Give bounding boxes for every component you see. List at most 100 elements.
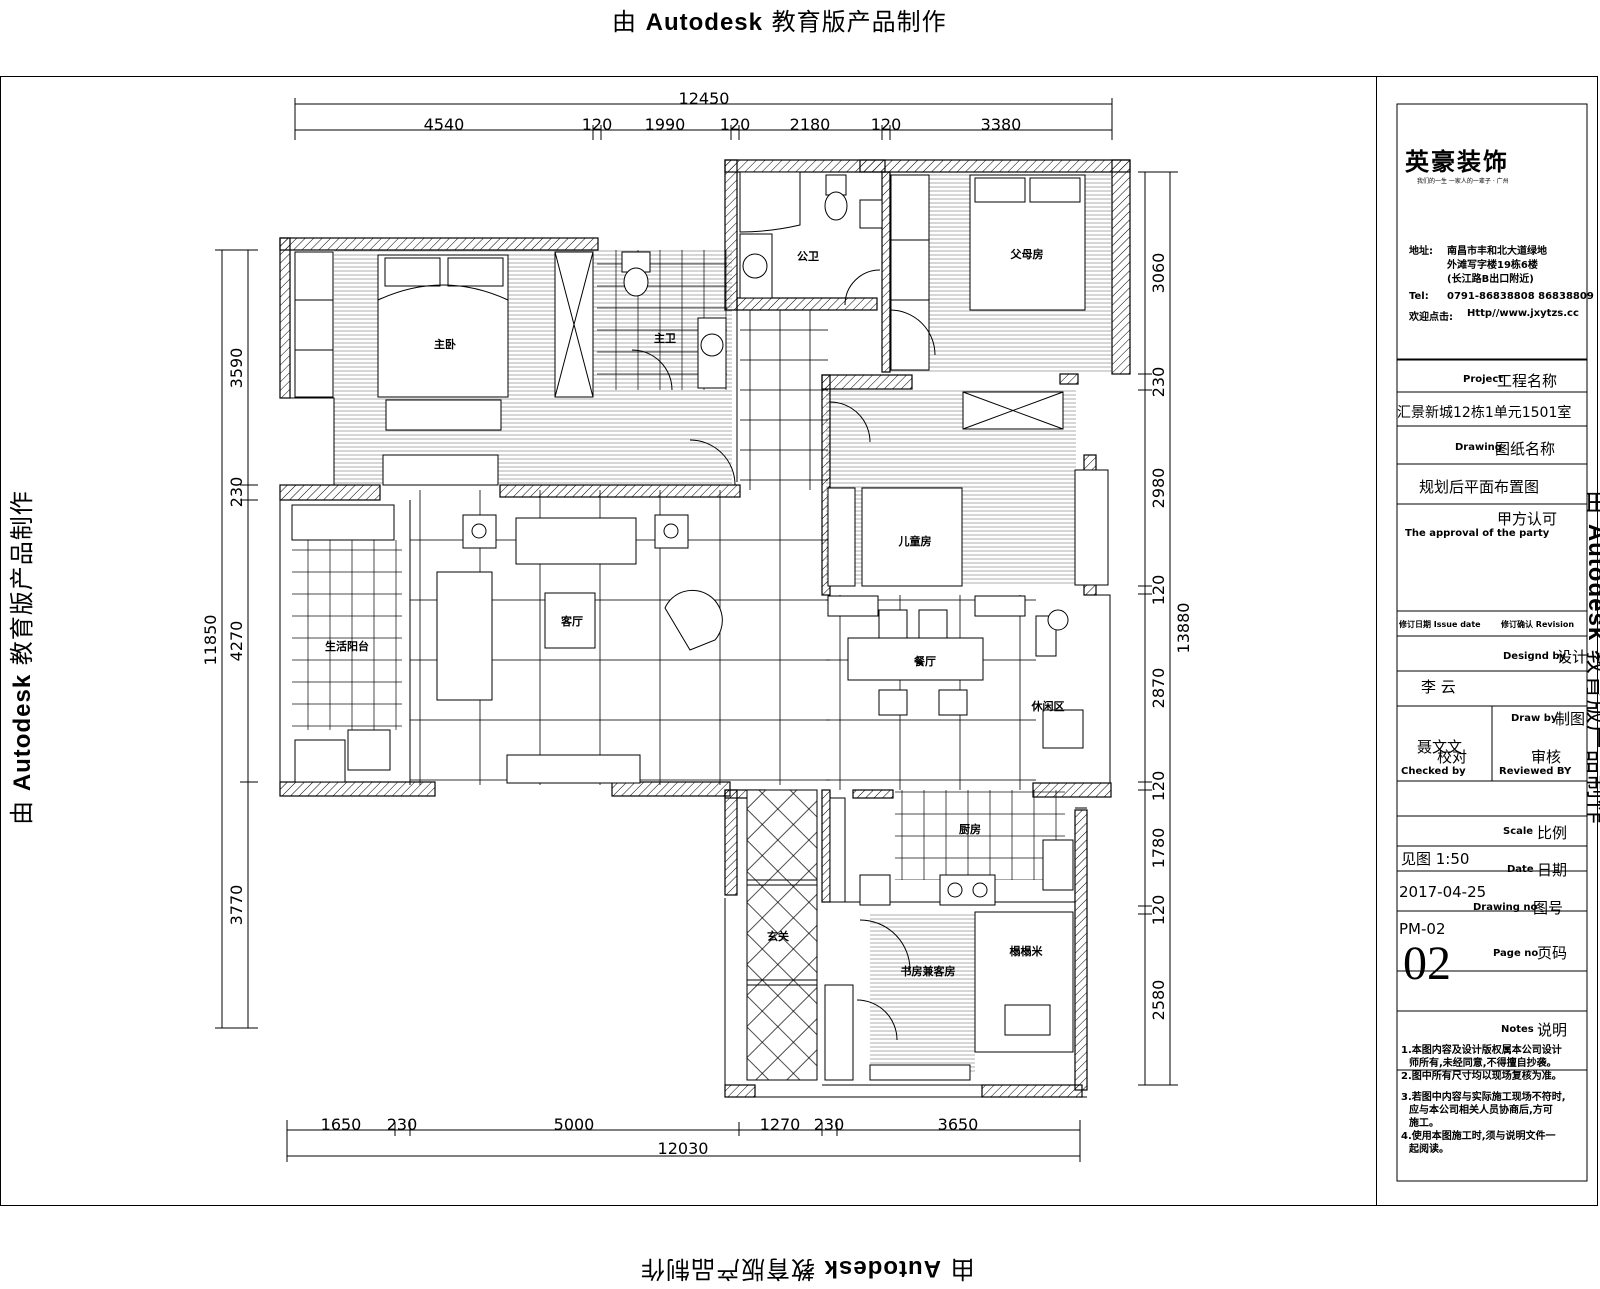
room-balcony: 生活阳台 (325, 639, 369, 653)
address-line-1: 南昌市丰和北大道绿地 (1447, 246, 1547, 257)
room-master-bath: 主卫 (654, 331, 676, 345)
dim-bottom-6: 3650 (938, 1115, 979, 1134)
room-study: 书房兼客房 (901, 964, 956, 978)
dim-right-3: 2980 (1149, 468, 1168, 509)
dim-left-2: 230 (227, 477, 246, 508)
room-master-bed: 主卧 (434, 337, 456, 351)
scale-value: 见图 1:50 (1401, 850, 1470, 868)
note-line: 3.若图中内容与实际施工现场不符时, (1401, 1092, 1566, 1103)
reviewed-en: Reviewed BY (1499, 766, 1572, 777)
notes-list: 1.本图内容及设计版权属本公司设计 师所有,未经同意,不得擅自抄袭。 2.图中所… (1401, 1044, 1585, 1156)
dim-top-4: 120 (720, 115, 751, 134)
approval-en: The approval of the party (1405, 528, 1550, 539)
watermark-bottom: 由 Autodesk 教育版产品制作 (640, 1255, 975, 1283)
reviewed-cn: 审核 (1531, 748, 1562, 766)
dim-left-1: 3590 (227, 348, 246, 389)
dim-right-total: 13880 (1174, 603, 1193, 654)
designed-en: Designd by (1503, 651, 1567, 662)
title-block-lines (1396, 103, 1588, 1182)
side-sofa (436, 571, 493, 701)
notes-en: Notes (1501, 1024, 1534, 1035)
notes-cn: 说明 (1537, 1021, 1568, 1039)
dimension-labels: 12450 4540 120 1990 120 2180 120 3380 12… (321, 89, 1022, 1158)
address-label: 地址: (1409, 246, 1433, 257)
dim-left-3: 4270 (227, 621, 246, 662)
note-line: 师所有,未经同意,不得擅自抄袭。 (1409, 1058, 1557, 1069)
dim-top-1: 4540 (424, 115, 465, 134)
dim-right-2: 230 (1149, 367, 1168, 398)
kitchen-sink (1042, 839, 1074, 891)
project-value: 汇景新城12栋1单元1501室 (1397, 405, 1572, 421)
drawing-value: 规划后平面布置图 (1419, 478, 1540, 496)
project-cn: 工程名称 (1497, 372, 1558, 390)
dim-top-5: 2180 (790, 115, 831, 134)
drafter-name: 聂文文 (1417, 738, 1463, 756)
room-entry: 玄关 (767, 929, 789, 943)
date-value: 2017-04-25 (1399, 883, 1487, 901)
address-line-2: 外滩写字楼19栋6楼 (1447, 260, 1538, 271)
dim-top-2: 120 (582, 115, 613, 134)
dimension-lines (215, 98, 1178, 1162)
page-no-cn: 页码 (1537, 944, 1568, 962)
coffee-table (544, 592, 596, 649)
balcony-cabinet (291, 504, 395, 541)
company-slogan: 我们的一生 一家人的一辈子 · 广州 (1417, 178, 1509, 185)
room-leisure: 休闲区 (1031, 699, 1065, 713)
date-cn: 日期 (1537, 861, 1568, 879)
dim-right-4: 120 (1149, 575, 1168, 606)
dimension-labels-vertical: 11850 3590 230 4270 3770 13880 3060 230 … (201, 253, 1193, 1021)
dim-left-total: 11850 (201, 615, 220, 666)
drawing-no-cn: 图号 (1533, 899, 1564, 917)
master-tv-cabinet (382, 454, 499, 486)
master-wardrobe (294, 251, 334, 398)
drawing-no-en: Drawing no (1473, 902, 1538, 913)
address-line-3: (长江路B出口附近) (1447, 274, 1534, 285)
study-floor (870, 912, 975, 1072)
sofa (515, 517, 637, 565)
dim-right-1: 3060 (1149, 253, 1168, 294)
armchair (664, 589, 723, 651)
designer-name: 李 云 (1421, 678, 1456, 696)
tel-label: Tel: (1409, 291, 1429, 302)
web-value: Http//www.jxytzs.cc (1467, 308, 1579, 319)
dim-right-5: 2870 (1149, 668, 1168, 709)
room-living: 客厅 (560, 614, 583, 628)
balcony-floor (292, 540, 402, 730)
room-parents: 父母房 (1010, 247, 1044, 261)
company-logo: 英豪装饰 (1405, 148, 1509, 176)
dining-table (847, 637, 984, 681)
room-kitchen: 厨房 (959, 822, 981, 836)
dim-bottom-5: 230 (814, 1115, 845, 1134)
dim-top-total: 12450 (679, 89, 730, 108)
draw-cn: 制图 (1555, 710, 1586, 728)
dim-right-9: 2580 (1149, 980, 1168, 1021)
corridor-floor (740, 310, 828, 490)
note-line: 2.图中所有尺寸均以现场复核为准。 (1401, 1071, 1562, 1082)
dim-left-4: 3770 (227, 885, 246, 926)
designed-cn: 设计 (1557, 648, 1588, 666)
dim-top-7: 3380 (981, 115, 1022, 134)
parents-wardrobe (890, 174, 930, 371)
drawing-cn: 图纸名称 (1495, 440, 1556, 458)
room-labels: 主卧 主卫 公卫 父母房 儿童房 客厅 生活阳台 餐厅 休闲区 厨房 玄关 书房… (325, 247, 1065, 978)
scale-cn: 比例 (1537, 824, 1568, 842)
dim-bottom-4: 1270 (760, 1115, 801, 1134)
dim-bottom-3: 5000 (554, 1115, 595, 1134)
washer (347, 729, 391, 771)
dim-top-6: 120 (871, 115, 902, 134)
room-public-bath: 公卫 (797, 250, 819, 263)
approval-cn: 甲方认可 (1497, 510, 1558, 528)
revision-date: 修订日期 Issue date (1399, 620, 1481, 629)
kids-bed (861, 487, 963, 587)
dim-bottom-total: 12030 (658, 1139, 709, 1158)
floor-plan: 12450 4540 120 1990 120 2180 120 3380 12… (201, 89, 1193, 1162)
title-block: 英豪装饰 我们的一生 一家人的一辈子 · 广州 地址: 南昌市丰和北大道绿地 外… (1376, 76, 1600, 1206)
living-tv-cabinet (506, 754, 641, 784)
watermark-top: 由 Autodesk 教育版产品制作 (612, 8, 947, 36)
page-no-value: 02 (1403, 937, 1451, 990)
dim-right-6: 120 (1149, 771, 1168, 802)
note-line: 1.本图内容及设计版权属本公司设计 (1401, 1045, 1562, 1056)
dim-right-7: 1780 (1149, 828, 1168, 869)
door-swings (631, 269, 936, 1041)
web-label: 欢迎点击: (1409, 312, 1453, 323)
